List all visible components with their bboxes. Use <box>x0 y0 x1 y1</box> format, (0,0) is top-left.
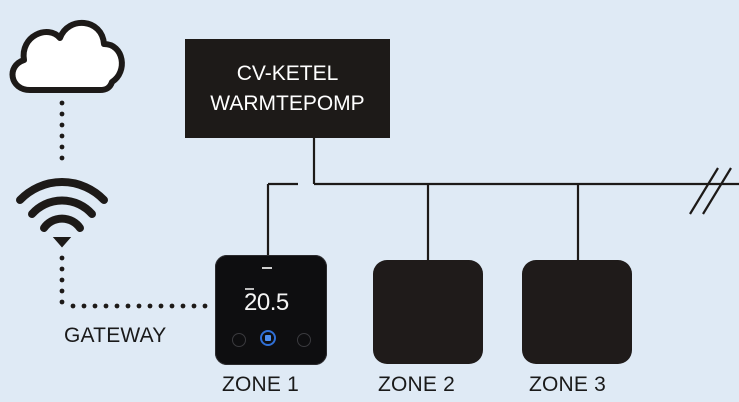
gateway-dotted-link <box>59 255 208 309</box>
zone-3-unit <box>522 260 632 364</box>
boiler-heatpump-box: CV-KETEL WARMTEPOMP <box>185 39 390 138</box>
thermostat-mode-indicator <box>245 288 254 290</box>
boiler-label-line2: WARMTEPOMP <box>210 91 365 115</box>
zone-2-label: ZONE 2 <box>378 373 456 396</box>
thermostat-top-indicator <box>262 267 272 269</box>
cloud-wifi-dotted-link <box>59 100 65 161</box>
thermostat-left-button <box>232 333 246 347</box>
gateway-label: GATEWAY <box>64 324 167 347</box>
thermostat-temperature: 20.5 <box>244 289 289 316</box>
wifi-icon <box>16 178 108 248</box>
zone-3-label: ZONE 3 <box>529 373 607 396</box>
zone-1-thermostat: 20.5 <box>215 255 327 365</box>
thermostat-right-button <box>297 333 311 347</box>
cloud-icon <box>9 20 125 93</box>
line-break-symbol <box>689 167 732 215</box>
boiler-label-line1: CV-KETEL <box>236 61 339 85</box>
zone-2-unit <box>373 260 483 364</box>
zone-1-label: ZONE 1 <box>222 373 300 396</box>
wiring <box>266 138 739 260</box>
thermostat-center-button <box>260 330 276 346</box>
